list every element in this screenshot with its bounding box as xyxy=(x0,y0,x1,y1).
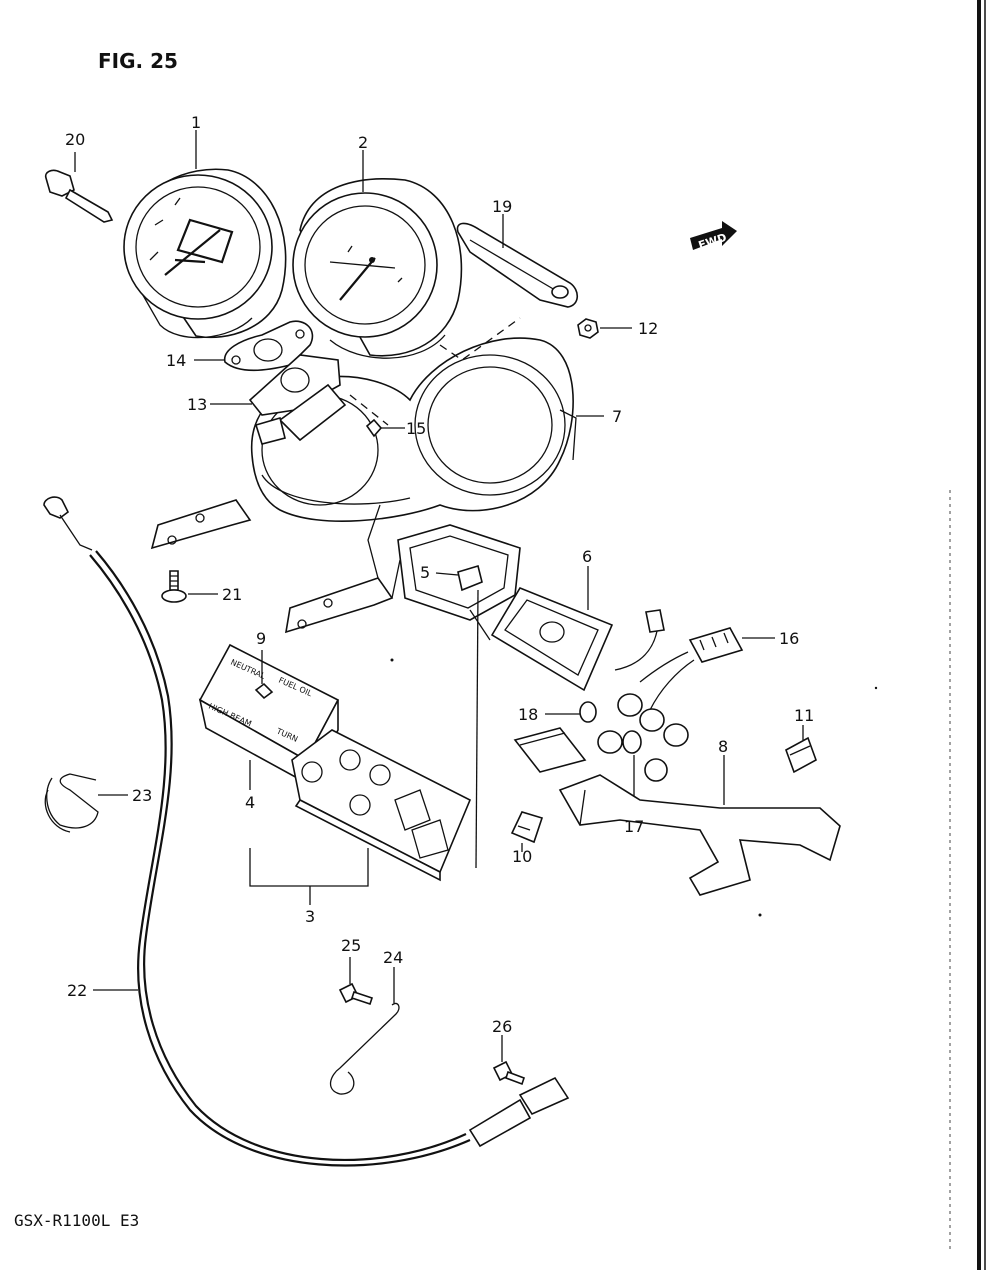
part-5-lamp-holder xyxy=(397,524,521,621)
part-15-screw xyxy=(365,418,405,438)
callout-22: 22 xyxy=(67,981,87,1000)
part-16-harness xyxy=(614,609,775,711)
part-9-screw xyxy=(254,650,274,700)
callout-24: 24 xyxy=(383,948,403,967)
part-7-meter-case xyxy=(150,317,604,634)
callout-7: 7 xyxy=(612,407,622,426)
callout-18: 18 xyxy=(518,705,538,724)
part-24-wire-clip xyxy=(329,967,400,1095)
part-11-clip xyxy=(785,725,817,774)
part-19-strap xyxy=(456,214,579,308)
part-12-nut xyxy=(577,318,632,339)
callouts: 1 2 3 4 5 6 7 8 9 10 11 12 13 14 15 16 1… xyxy=(65,113,814,1036)
callout-2: 2 xyxy=(358,133,368,152)
callout-5: 5 xyxy=(420,563,430,582)
callout-8: 8 xyxy=(718,737,728,756)
callout-9: 9 xyxy=(256,629,266,648)
callout-15: 15 xyxy=(406,419,426,438)
part-14-gasket xyxy=(194,320,314,372)
callout-25: 25 xyxy=(341,936,361,955)
callout-11: 11 xyxy=(794,706,814,725)
figure-title: FIG. 25 xyxy=(98,49,178,73)
callout-10: 10 xyxy=(512,847,532,866)
model-code: GSX-R1100L E3 xyxy=(14,1211,139,1230)
callout-20: 20 xyxy=(65,130,85,149)
part-17-18-bulbs-sockets xyxy=(545,693,689,815)
page-edge-border xyxy=(949,0,986,1270)
callout-3: 3 xyxy=(305,907,315,926)
callout-6: 6 xyxy=(582,547,592,566)
part-22-speedometer-cable xyxy=(43,496,570,1167)
callout-13: 13 xyxy=(187,395,207,414)
part-21-bolt xyxy=(161,570,218,603)
callout-1: 1 xyxy=(191,113,201,132)
part-6-panel xyxy=(469,566,614,692)
part-3-indicator-base xyxy=(249,589,479,905)
part-8-bracket xyxy=(558,755,841,896)
part-26-screw xyxy=(492,1035,526,1086)
part-23-clamp xyxy=(44,773,128,833)
scan-specks xyxy=(390,658,878,917)
callout-14: 14 xyxy=(166,351,186,370)
callout-17: 17 xyxy=(624,817,644,836)
callout-23: 23 xyxy=(132,786,152,805)
callout-21: 21 xyxy=(222,585,242,604)
fwd-arrow-icon: FWD xyxy=(690,221,737,252)
callout-19: 19 xyxy=(492,197,512,216)
part-25-screw xyxy=(338,957,374,1006)
part-10-connector xyxy=(510,811,544,852)
callout-16: 16 xyxy=(779,629,799,648)
part-13-adapter xyxy=(210,354,347,445)
callout-26: 26 xyxy=(492,1017,512,1036)
connector-plug xyxy=(513,727,587,773)
fwd-label: FWD xyxy=(697,231,728,252)
part-1-tachometer xyxy=(123,130,287,339)
callout-12: 12 xyxy=(638,319,658,338)
callout-4: 4 xyxy=(245,793,255,812)
part-2-speedometer xyxy=(292,150,463,359)
part-20-cap xyxy=(44,152,114,223)
